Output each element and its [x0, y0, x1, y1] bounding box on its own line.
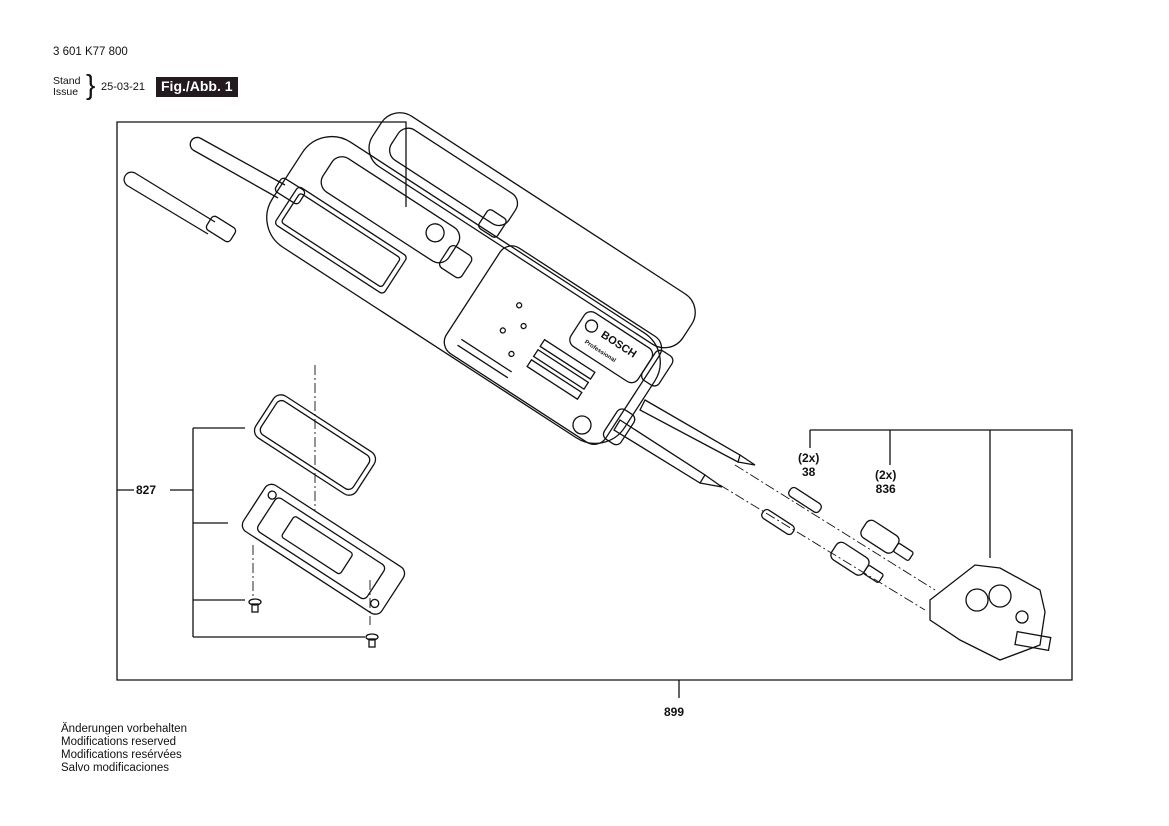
- stand-issue-label: Stand Issue: [53, 76, 80, 98]
- callout-836-number: 836: [875, 482, 896, 496]
- battery-window: [274, 186, 407, 294]
- note-fr: Modifications resérvées: [61, 749, 182, 761]
- bracket-827: [117, 427, 365, 638]
- bosch-emblem: [584, 319, 599, 333]
- cables: [123, 136, 306, 243]
- voltage-tester-body: BOSCH Professional: [266, 112, 696, 446]
- probe-cap: [929, 564, 1052, 661]
- probe-tip-836: [830, 519, 914, 583]
- callout-836: (2x) 836: [875, 468, 897, 496]
- display-panel: [443, 245, 663, 445]
- note-en: Modifications reserved: [61, 736, 177, 748]
- callout-836-qty: (2x): [875, 468, 897, 482]
- battery-cover: [241, 483, 406, 615]
- assembly-frame: [116, 121, 1073, 698]
- part-number: 3 601 K77 800: [53, 46, 128, 58]
- callout-38-qty: (2x): [798, 451, 820, 465]
- led-dots: [499, 302, 527, 358]
- callout-38-number: 38: [801, 465, 816, 479]
- figure-label: Fig./Abb. 1: [156, 77, 238, 97]
- button-lower: [438, 244, 473, 279]
- round-button: [425, 223, 445, 243]
- issue-date: 25-03-21: [101, 81, 146, 93]
- footer-notes: Änderungen vorbehalten Modifications res…: [61, 723, 187, 775]
- bracket-38-836: [809, 430, 991, 558]
- note-de: Änderungen vorbehalten: [61, 723, 187, 735]
- screw-1: [248, 598, 262, 613]
- callout-38: (2x) 38: [798, 451, 820, 479]
- button-upper: [478, 209, 507, 238]
- gasket-seal: [253, 394, 377, 496]
- issue-label: Issue: [53, 86, 79, 98]
- brace-symbol: }: [86, 69, 96, 100]
- center-lines: [252, 365, 936, 625]
- main-housing: [266, 135, 661, 445]
- test-probes: [572, 399, 756, 488]
- led-bars: [526, 338, 596, 401]
- screw-2: [365, 633, 379, 648]
- note-es: Salvo modificaciones: [61, 762, 170, 774]
- stand-label: Stand: [53, 75, 81, 87]
- upper-handle: [368, 112, 696, 349]
- grip-ribs: [457, 338, 513, 379]
- callout-827: 827: [136, 483, 157, 497]
- callout-899: 899: [664, 705, 685, 719]
- pin-38: [761, 486, 822, 536]
